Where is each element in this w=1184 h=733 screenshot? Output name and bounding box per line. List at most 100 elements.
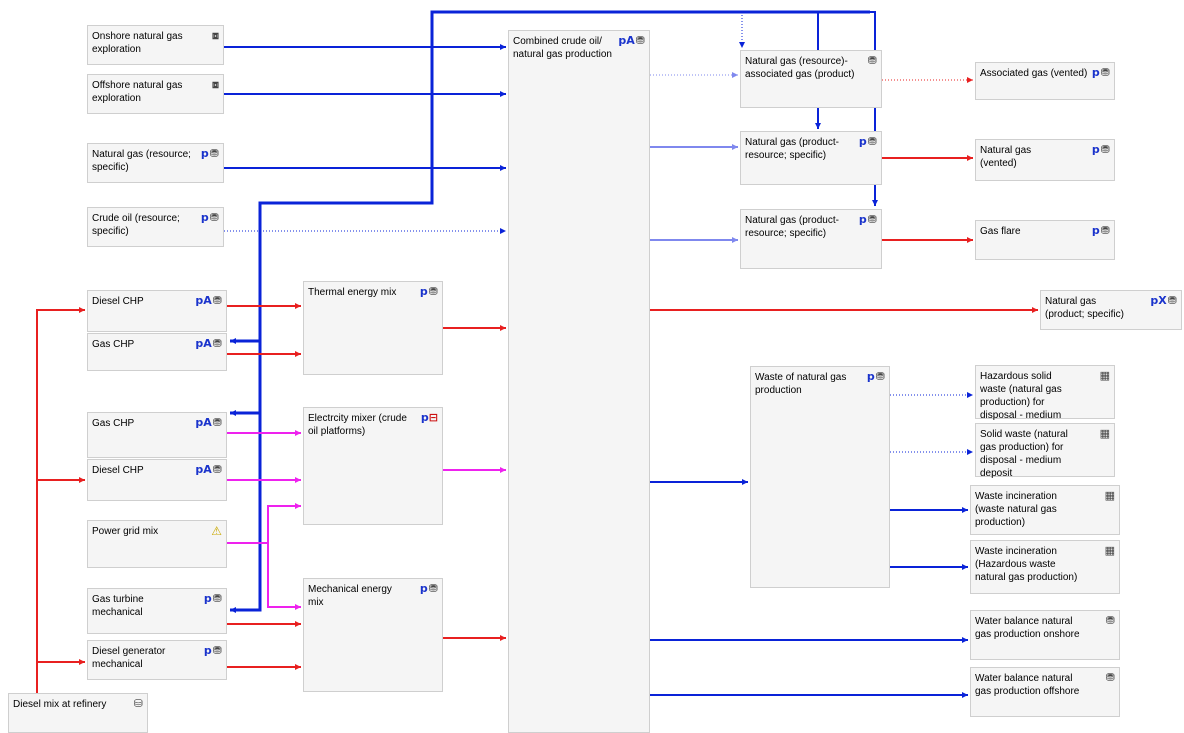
- process-flags: pA: [195, 416, 212, 429]
- chart-icon: ⧈: [212, 29, 219, 42]
- process-ng-prod-res-1[interactable]: Natural gas (product-resource; specific)…: [740, 131, 882, 185]
- process-icon: ⛃: [1105, 614, 1115, 627]
- process-icon: p⛃: [858, 213, 877, 226]
- process-haz-solid[interactable]: Hazardous solid waste (natural gas produ…: [975, 365, 1115, 434]
- grid-icon: ▦: [1099, 427, 1110, 440]
- process-diesel-mix[interactable]: Diesel mix at refinery ⛁: [8, 693, 148, 733]
- process-label: Waste of natural gas production: [755, 372, 847, 396]
- process-diesel-chp-2[interactable]: Diesel CHP pA⛃: [87, 459, 227, 501]
- process-power-grid[interactable]: Power grid mix ⚠: [87, 520, 227, 568]
- process-flags: p: [203, 644, 212, 657]
- process-flags: p: [203, 592, 212, 605]
- process-icon: p⛃: [200, 147, 219, 160]
- process-label: Water balance natural gas production off…: [975, 673, 1080, 697]
- process-label: Natural gas (product-resource; specific): [745, 137, 839, 161]
- process-flags: pA: [195, 337, 212, 350]
- process-label: Gas CHP: [92, 339, 135, 350]
- process-waste-ng[interactable]: Waste of natural gas production p⛃: [750, 366, 890, 588]
- process-label: Gas flare: [980, 226, 1021, 237]
- process-label: Solid waste (natural gas production) for…: [980, 429, 1068, 479]
- process-offshore-expl[interactable]: Offshore natural gas exploration ⧈: [87, 74, 224, 114]
- process-flags: p: [858, 135, 867, 148]
- process-onshore-expl[interactable]: Onshore natural gas exploration ⧈: [87, 25, 224, 65]
- process-flags: pA: [618, 34, 635, 47]
- process-ng-resource[interactable]: Natural gas (resource; specific) p⛃: [87, 143, 224, 183]
- process-label: Waste incineration (Hazardous waste natu…: [975, 546, 1078, 583]
- process-label: Water balance natural gas production ons…: [975, 616, 1080, 640]
- process-icon: p⛃: [858, 135, 877, 148]
- process-label: Offshore natural gas exploration: [92, 80, 183, 104]
- process-icon: ⛃: [1105, 671, 1115, 684]
- process-icon: pA⛃: [195, 463, 222, 476]
- process-label: Natural gas (product; specific): [1045, 296, 1124, 320]
- process-thermal-mix[interactable]: Thermal energy mix p⛃: [303, 281, 443, 375]
- warning-icon: ⚠: [211, 524, 222, 538]
- process-flags: p: [1091, 224, 1100, 237]
- chart-icon: ⧈: [212, 78, 219, 91]
- flow-arrow: [36, 307, 85, 693]
- flow-arrow: [267, 543, 301, 610]
- process-ng-prod-res-2[interactable]: Natural gas (product-resource; specific)…: [740, 209, 882, 269]
- process-flags: p: [419, 285, 428, 298]
- process-water-off[interactable]: Water balance natural gas production off…: [970, 667, 1120, 717]
- process-ng-product[interactable]: Natural gas (product; specific)pX⛃: [1040, 290, 1182, 330]
- process-icon: p⛃: [203, 644, 222, 657]
- grid-icon: ▦: [1104, 544, 1115, 557]
- process-crude-resource[interactable]: Crude oil (resource; specific)p⛃: [87, 207, 224, 247]
- process-flags: pA: [195, 294, 212, 307]
- process-label: Diesel mix at refinery: [13, 699, 107, 710]
- process-icon: p⛃: [203, 592, 222, 605]
- process-flags: p: [420, 411, 429, 424]
- process-label: Natural gas (product-resource; specific): [745, 215, 839, 239]
- process-ng-vented[interactable]: Natural gas (vented) p⛃: [975, 139, 1115, 181]
- process-assoc-vented[interactable]: Associated gas (vented)p⛃: [975, 62, 1115, 100]
- process-label: Diesel CHP: [92, 465, 144, 476]
- grid-icon: ▦: [1104, 489, 1115, 502]
- process-elec-mixer[interactable]: Electrcity mixer (crude oil platforms)p⊟: [303, 407, 443, 525]
- process-icon: pA⛃: [195, 294, 222, 307]
- process-label: Onshore natural gas exploration: [92, 31, 183, 55]
- process-label: Diesel generator mechanical: [92, 646, 166, 670]
- process-flags: p: [200, 147, 209, 160]
- mix-icon: ⛁: [133, 697, 143, 710]
- process-waste-incin-1[interactable]: Waste incineration (waste natural gas pr…: [970, 485, 1120, 535]
- process-icon: pA⛃: [195, 416, 222, 429]
- process-solid-waste[interactable]: Solid waste (natural gas production) for…: [975, 423, 1115, 479]
- process-label: Crude oil (resource; specific): [92, 213, 180, 237]
- process-icon: pA⛃: [195, 337, 222, 350]
- process-flags: pX: [1150, 294, 1167, 307]
- process-label: Natural gas (resource)-associated gas (p…: [745, 56, 855, 80]
- process-diesel-gen[interactable]: Diesel generator mechanical p⛃: [87, 640, 227, 680]
- process-label: Natural gas (vented): [980, 145, 1032, 169]
- flow-arrow: [227, 503, 301, 544]
- process-icon: p⛃: [419, 285, 438, 298]
- process-label: Thermal energy mix: [308, 287, 397, 298]
- process-label: Gas turbine mechanical: [92, 594, 144, 618]
- process-label: Gas CHP: [92, 418, 135, 429]
- process-gas-turbine[interactable]: Gas turbine mechanical p⛃: [87, 588, 227, 634]
- process-icon: ⛃: [867, 54, 877, 67]
- process-flags: p: [419, 582, 428, 595]
- process-flags: p: [1091, 66, 1100, 79]
- process-mech-mix[interactable]: Mechanical energy mix p⛃: [303, 578, 443, 692]
- process-icon: p⛃: [866, 370, 885, 383]
- process-combined[interactable]: Combined crude oil/ natural gas producti…: [508, 30, 650, 733]
- process-icon: pA⛃: [618, 34, 645, 47]
- grid-icon: ▦: [1099, 369, 1110, 382]
- process-icon: p⛃: [419, 582, 438, 595]
- process-label: Power grid mix: [92, 526, 159, 537]
- process-label: Natural gas (resource; specific): [92, 149, 191, 173]
- process-gas-chp-1[interactable]: Gas CHP pA⛃: [87, 333, 227, 371]
- process-flags: pA: [195, 463, 212, 476]
- process-waste-incin-2[interactable]: Waste incineration (Hazardous waste natu…: [970, 540, 1120, 594]
- process-gas-chp-2[interactable]: Gas CHP pA⛃: [87, 412, 227, 458]
- process-icon: p⛃: [1091, 143, 1110, 156]
- plan-icon: p⊟: [420, 411, 438, 424]
- process-water-on[interactable]: Water balance natural gas production ons…: [970, 610, 1120, 660]
- process-label: Mechanical energy mix: [308, 584, 392, 608]
- process-label: Combined crude oil/ natural gas producti…: [513, 36, 612, 60]
- process-assoc-gas[interactable]: Natural gas (resource)-associated gas (p…: [740, 50, 882, 108]
